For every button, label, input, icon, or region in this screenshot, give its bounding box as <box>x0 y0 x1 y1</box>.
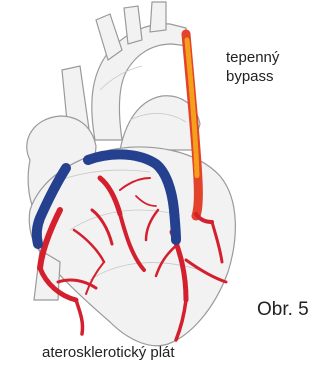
figure-number: Obr. 5 <box>257 300 309 319</box>
bypass-label-line1: tepenný <box>226 50 279 65</box>
plaque-caption: aterosklerotický plát <box>42 345 175 360</box>
bypass-label-line2: bypass <box>226 69 274 84</box>
